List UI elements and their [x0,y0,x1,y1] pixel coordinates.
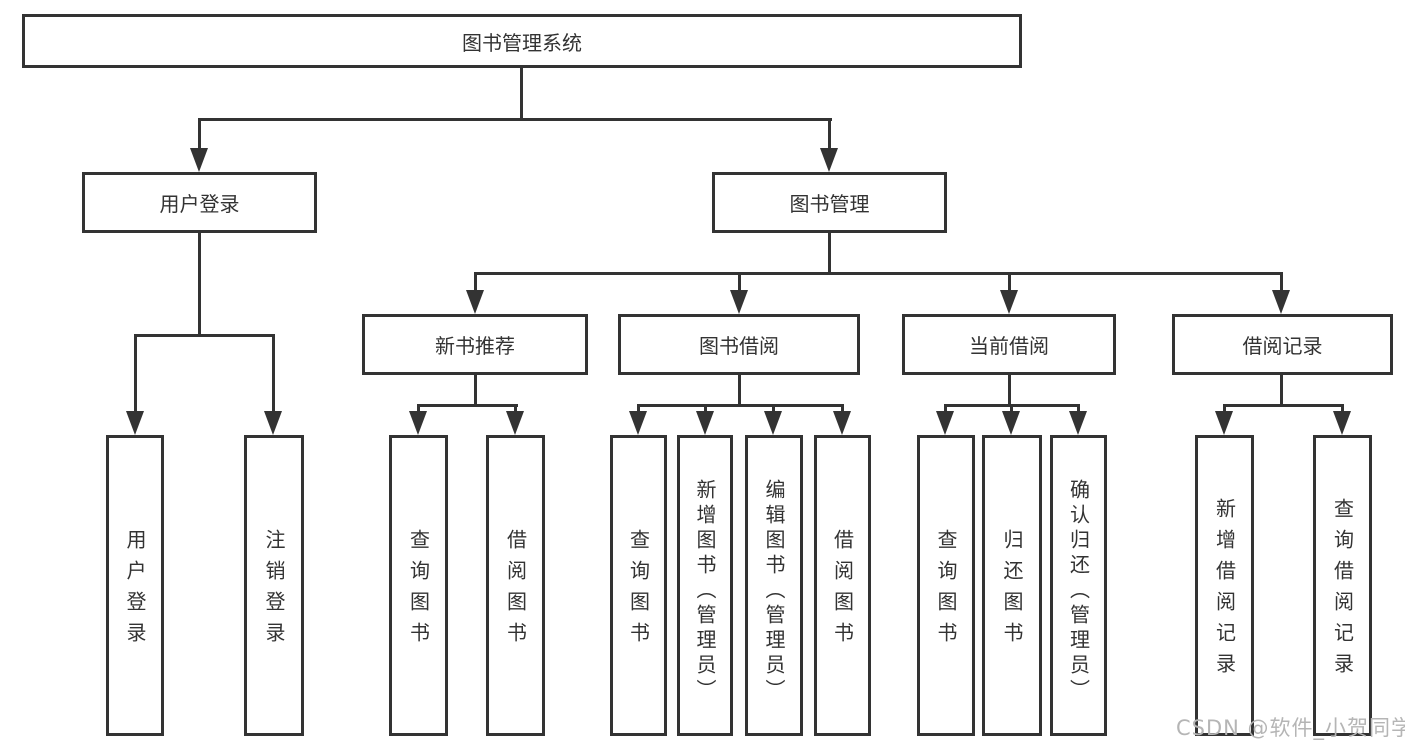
node-book-borrow: 图书借阅 [618,314,860,375]
leaf-add-books-admin: 新增图书（管理员） [677,435,733,736]
connector-line [738,272,741,292]
node-borrow-records: 借阅记录 [1172,314,1393,375]
arrowhead-icon [696,411,714,435]
connector-line [474,375,477,406]
leaf-query-books-current-label: 查询图书 [934,529,958,653]
node-root-label: 图书管理系统 [462,30,582,55]
connector-line [1280,272,1283,292]
connector-line [198,233,201,336]
connector-line [417,404,420,416]
leaf-add-borrow-record: 新增借阅记录 [1195,435,1254,736]
connector-line [637,404,844,407]
leaf-query-books-current: 查询图书 [917,435,975,736]
connector-line [1223,404,1343,407]
arrowhead-icon [629,411,647,435]
connector-line [772,404,775,416]
leaf-query-borrow-record: 查询借阅记录 [1313,435,1372,736]
arrowhead-icon [409,411,427,435]
leaf-logout: 注销登录 [244,435,304,736]
leaf-return-books-label: 归还图书 [1000,529,1024,653]
connector-line [1077,404,1080,416]
connector-line [272,334,275,414]
leaf-add-borrow-record-label: 新增借阅记录 [1212,498,1237,684]
connector-line [520,67,523,120]
leaf-confirm-return-admin-label: 确认归还（管理员） [1066,478,1091,704]
connector-line [198,118,832,121]
connector-line [474,272,477,292]
leaf-borrow-books-label: 借阅图书 [830,529,855,653]
connector-line [637,404,640,416]
arrowhead-icon [190,148,208,172]
connector-line [198,118,201,151]
connector-line [944,404,947,416]
node-new-book-recommend-label: 新书推荐 [435,334,515,358]
node-current-borrow: 当前借阅 [902,314,1116,375]
leaf-confirm-return-admin: 确认归还（管理员） [1050,435,1107,736]
leaf-logout-label: 注销登录 [262,529,286,653]
connector-line [841,404,844,416]
leaf-edit-books-admin-label: 编辑图书（管理员） [762,478,786,704]
node-root: 图书管理系统 [22,14,1022,68]
connector-line [134,334,137,414]
arrowhead-icon [820,148,838,172]
node-book-management-label: 图书管理 [789,192,870,216]
connector-line [514,404,517,416]
connector-line [1008,375,1011,406]
arrowhead-icon [1069,411,1087,435]
leaf-query-borrow-record-label: 查询借阅记录 [1330,498,1355,684]
connector-line [828,233,831,274]
leaf-add-books-admin-label: 新增图书（管理员） [693,478,717,704]
arrowhead-icon [506,411,524,435]
leaf-query-books-recommend: 查询图书 [389,435,448,736]
leaf-edit-books-admin: 编辑图书（管理员） [745,435,803,736]
arrowhead-icon [264,411,282,435]
leaf-query-books-borrow: 查询图书 [610,435,667,736]
connector-line [828,118,831,151]
connector-line [1010,404,1013,416]
leaf-borrow-books-recommend: 借阅图书 [486,435,545,736]
arrowhead-icon [1333,411,1351,435]
leaf-return-books: 归还图书 [982,435,1042,736]
node-user-login: 用户登录 [82,172,317,233]
leaf-query-books-borrow-label: 查询图书 [626,529,651,653]
node-book-borrow-label: 图书借阅 [699,334,779,358]
leaf-query-books-recommend-label: 查询图书 [406,529,431,653]
arrowhead-icon [466,290,484,314]
arrowhead-icon [1000,290,1018,314]
arrowhead-icon [1215,411,1233,435]
node-book-management: 图书管理 [712,172,947,233]
node-current-borrow-label: 当前借阅 [969,334,1049,358]
arrowhead-icon [764,411,782,435]
node-borrow-records-label: 借阅记录 [1242,334,1323,358]
leaf-user-login: 用户登录 [106,435,164,736]
node-new-book-recommend: 新书推荐 [362,314,588,375]
arrowhead-icon [936,411,954,435]
arrowhead-icon [126,411,144,435]
arrowhead-icon [1272,290,1290,314]
connector-line [1008,272,1011,292]
connector-line [417,404,518,407]
connector-line [738,375,741,406]
leaf-borrow-books: 借阅图书 [814,435,871,736]
leaf-borrow-books-recommend-label: 借阅图书 [503,529,528,653]
node-user-login-label: 用户登录 [159,192,240,216]
connector-line [1280,375,1283,406]
csdn-watermark: CSDN @软件_小贺同学 [1176,716,1405,740]
connector-line [474,272,1283,275]
leaf-user-login-label: 用户登录 [123,529,147,653]
connector-line [704,404,707,416]
arrowhead-icon [730,290,748,314]
connector-line [1341,404,1344,416]
arrowhead-icon [833,411,851,435]
arrowhead-icon [1002,411,1020,435]
connector-line [1223,404,1226,416]
connector-line [134,334,275,337]
